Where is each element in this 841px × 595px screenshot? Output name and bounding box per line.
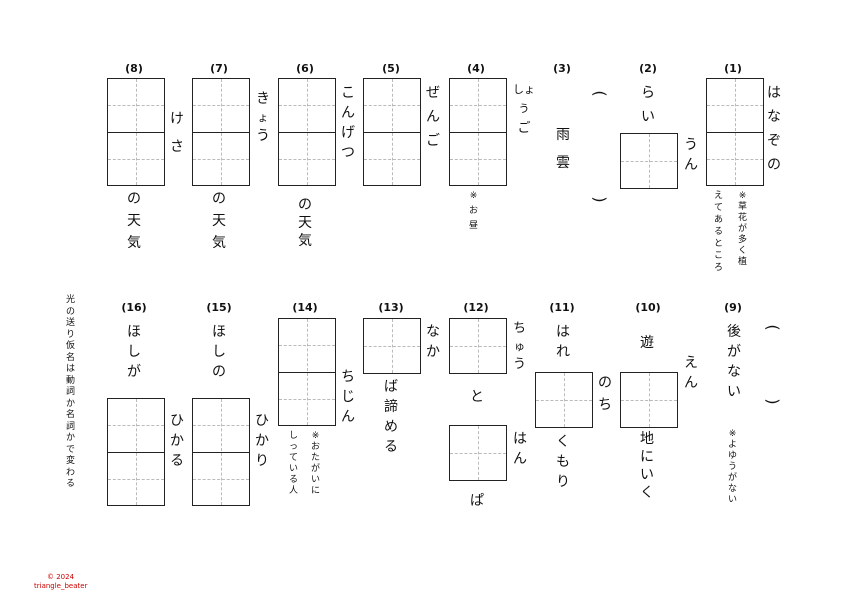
author-credit: triangle_beater <box>34 582 88 590</box>
answer-box-7[interactable] <box>192 78 250 186</box>
paren-close-9: ) <box>763 398 783 405</box>
question-number-14: (14) <box>292 301 318 314</box>
q2-before: らい <box>641 85 655 125</box>
q12b-reading: なか <box>426 324 440 360</box>
question-number-15: (15) <box>206 301 232 314</box>
q8-after: の天気 <box>127 191 141 251</box>
q9-text: 後がない <box>727 324 741 400</box>
side-note: 光の送り仮名は動詞か名詞かで変わる <box>66 295 76 489</box>
q6-after: の天気 <box>298 197 312 249</box>
q12-reading: ちゅう <box>513 321 527 372</box>
answer-box-10[interactable] <box>620 372 678 428</box>
q11-after: くもり <box>556 434 570 490</box>
q14-note-col1: ※おたがいに <box>311 431 321 496</box>
q1-after: うん <box>684 137 698 173</box>
question-number-5: (5) <box>382 62 400 75</box>
question-number-4: (4) <box>467 62 485 75</box>
question-number-16: (16) <box>121 301 147 314</box>
q5-reading: こんげつ <box>341 85 355 161</box>
answer-box-1[interactable] <box>706 78 764 186</box>
q14-reading: ちじん <box>341 369 355 425</box>
question-number-6: (6) <box>296 62 314 75</box>
q16-after: ひかる <box>170 413 184 469</box>
copyright: © 2024 <box>47 573 75 581</box>
answer-box-6[interactable] <box>278 78 336 186</box>
question-number-10: (10) <box>635 301 661 314</box>
question-number-7: (7) <box>210 62 228 75</box>
question-number-12: (12) <box>463 301 489 314</box>
paren-open-2: ( <box>590 90 610 97</box>
answer-box-12a[interactable] <box>449 318 507 374</box>
question-number-11: (11) <box>549 301 575 314</box>
answer-box-8[interactable] <box>107 78 165 186</box>
q10-after: 地にいく <box>640 431 654 501</box>
q12-reading2: はん <box>513 431 527 467</box>
q11-text: はれ <box>556 324 570 360</box>
question-number-1: (1) <box>724 62 742 75</box>
question-number-9: (9) <box>724 301 742 314</box>
q3-text: 雨雲 <box>556 127 570 171</box>
q10b-reading: のち <box>598 375 612 413</box>
answer-box-4[interactable] <box>449 78 507 186</box>
q1-note-col2: えてあるところ <box>714 191 724 273</box>
q12-mid: と <box>470 389 484 405</box>
q10-before: えん <box>684 355 698 391</box>
q13-after: ば諦める <box>384 379 398 455</box>
question-number-2: (2) <box>639 62 657 75</box>
answer-box-13[interactable] <box>363 318 421 374</box>
q1-text: はなぞの <box>767 85 781 173</box>
q4b-reading: ぜんご <box>426 85 440 149</box>
answer-box-15[interactable] <box>192 398 250 506</box>
q14-note-col2: しっている人 <box>289 431 299 496</box>
q6-reading: きょう <box>256 91 270 144</box>
q1-note-col1: ※草花が多く植 <box>738 191 748 267</box>
paren-open-9: ( <box>763 324 783 331</box>
answer-box-5[interactable] <box>363 78 421 186</box>
question-number-13: (13) <box>378 301 404 314</box>
q15-after: ひかり <box>255 413 269 469</box>
q16-text: ほしが <box>127 324 141 380</box>
answer-box-14[interactable] <box>278 318 336 426</box>
q15-text: ほしの <box>212 324 226 380</box>
question-number-3: (3) <box>553 62 571 75</box>
q4-reading: しょうご <box>513 83 535 136</box>
q4-note: ※お昼 <box>469 191 479 231</box>
answer-box-16[interactable] <box>107 398 165 506</box>
q7-after: の天気 <box>212 191 226 251</box>
q9-note: ※よゆうがない <box>728 429 738 505</box>
answer-box-11[interactable] <box>535 372 593 428</box>
answer-box-2[interactable] <box>620 133 678 189</box>
answer-box-12b[interactable] <box>449 425 507 481</box>
paren-close-2: ) <box>590 196 610 203</box>
q10-text: 遊 <box>640 335 654 351</box>
question-number-8: (8) <box>125 62 143 75</box>
q7-reading: けさ <box>170 111 184 155</box>
q12-after: ぱ <box>470 493 484 509</box>
